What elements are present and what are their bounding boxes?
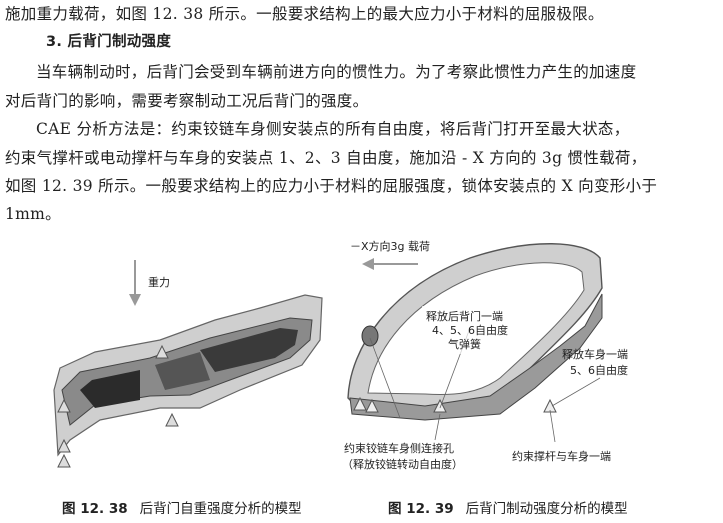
- gravity-label: 重力: [148, 275, 170, 289]
- paragraph-line: 约束气撑杆或电动撑杆与车身的安装点 1、2、3 自由度，施加沿 - X 方向的 …: [5, 149, 647, 167]
- release-body-dof: 5、6自由度: [570, 363, 628, 377]
- callout-line: [551, 377, 601, 407]
- release-door-label: 释放后背门一端: [426, 309, 503, 323]
- gas-spring-mount: [361, 325, 379, 347]
- constraint-marker: [433, 398, 447, 413]
- strut-body-label: 约束撑杆与车身一端: [512, 449, 611, 463]
- release-body-label: 释放车身一端: [562, 347, 628, 361]
- release-door-dof: 4、5、6自由度: [432, 323, 508, 337]
- paragraph-line: 当车辆制动时，后背门会受到车辆前进方向的惯性力。为了考察此惯性力产生的加速度: [36, 63, 637, 81]
- caption-number: 图 12. 38: [62, 501, 128, 517]
- figure-12-38-caption: 图 12. 38 后背门自重强度分析的模型: [62, 497, 302, 517]
- figure-12-39-caption: 图 12. 39 后背门制动强度分析的模型: [388, 497, 628, 517]
- figure-12-38: 重力: [53, 260, 323, 468]
- constraint-marker: [365, 398, 379, 413]
- constraint-marker: [155, 344, 169, 359]
- center-panel: [155, 352, 210, 390]
- hinge-release-label: （释放铰链转动自由度）: [342, 457, 463, 471]
- constraint-marker: [165, 412, 179, 427]
- window-area: [80, 370, 140, 408]
- callout-line: [549, 409, 556, 443]
- gas-spring-label: 气弹簧: [448, 337, 481, 351]
- upper-panel: [200, 328, 298, 372]
- paragraph-line: 如图 12. 39 所示。一般要求结构上的应力小于材料的屈服强度，锁体安装点的 …: [5, 177, 658, 195]
- caption-text: 后背门制动强度分析的模型: [465, 501, 628, 517]
- constraint-marker: [57, 438, 71, 453]
- figure-12-39: －X方向3g 载荷 释放后背门一端 4、5、6自由度 气弹簧 释放车身一端 5、…: [342, 239, 628, 471]
- gravity-arrowhead: [129, 294, 141, 306]
- section-heading: 3. 后背门制动强度: [46, 34, 172, 50]
- paragraph-line: 对后背门的影响，需要考察制动工况后背门的强度。: [5, 92, 369, 110]
- hinge-constraint-label: 约束铰链车身侧连接孔: [344, 441, 454, 455]
- caption-number: 图 12. 39: [388, 501, 454, 517]
- constraint-marker: [353, 396, 367, 411]
- constraint-marker: [57, 398, 71, 413]
- load-arrowhead: [362, 258, 374, 270]
- caption-text: 后背门自重强度分析的模型: [139, 501, 302, 517]
- load-label: －X方向3g 载荷: [350, 239, 430, 253]
- paragraph-line: 施加重力载荷，如图 12. 38 所示。一般要求结构上的最大应力小于材料的屈服极…: [5, 5, 604, 23]
- paragraph-line: 1mm。: [5, 205, 61, 223]
- callout-line: [434, 413, 441, 441]
- callout-line: [369, 337, 401, 419]
- paragraph-line: CAE 分析方法是：约束铰链车身侧安装点的所有自由度，将后背门打开至最大状态，: [36, 120, 630, 138]
- constraint-marker: [57, 453, 71, 468]
